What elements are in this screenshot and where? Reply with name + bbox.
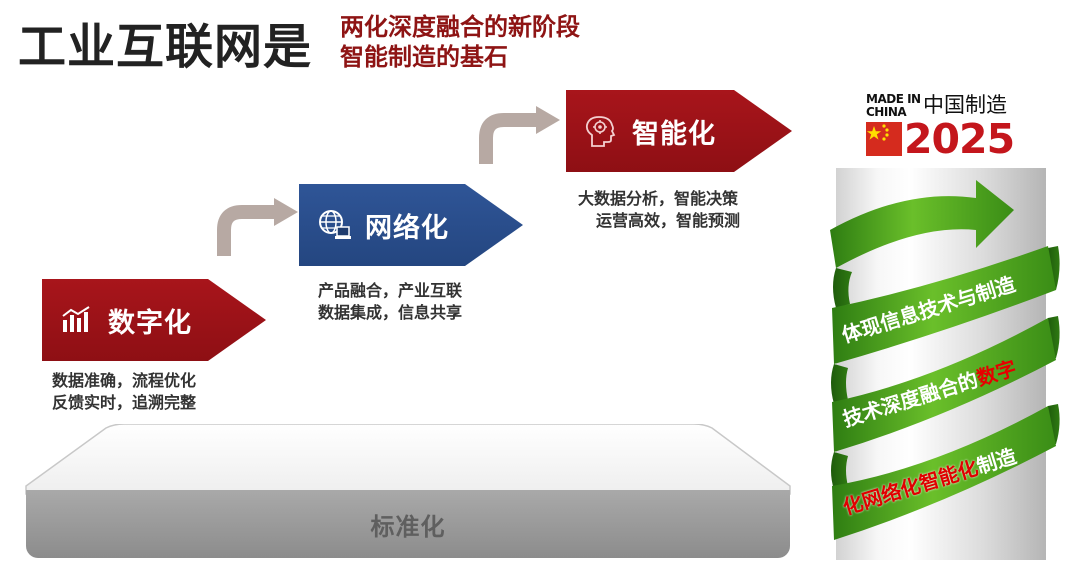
main-title: 工业互联网是	[18, 19, 313, 75]
step-connector-arrow	[217, 198, 298, 256]
stage-networking-desc: 产品融合，产业互联 数据集成，信息共享	[318, 280, 462, 324]
base-label: 标准化	[370, 512, 446, 541]
green-spiral-ribbon	[830, 180, 1060, 540]
made-in-line-2: CHINA	[866, 105, 907, 119]
stage-digitization: 数字化	[42, 279, 266, 361]
stage-intelligence-desc: 大数据分析，智能决策 运营高效，智能预测	[578, 188, 740, 232]
desc-line-2: 数据集成，信息共享	[318, 303, 463, 322]
made-in-line-1: MADE IN	[866, 92, 921, 106]
china-chinese-text: 中国制造	[923, 93, 1007, 117]
globe-computer-icon	[317, 208, 351, 242]
subtitle: 两化深度融合的新阶段 智能制造的基石	[340, 12, 580, 72]
desc-line-2: 运营高效，智能预测	[596, 211, 741, 230]
step-connector-arrow	[479, 106, 560, 164]
subtitle-line-1: 两化深度融合的新阶段	[340, 13, 580, 41]
china-flag-icon	[866, 122, 902, 156]
brain-gear-icon	[584, 114, 618, 148]
stage-intelligence: 智能化	[566, 90, 792, 172]
subtitle-line-2: 智能制造的基石	[340, 43, 508, 71]
bar-chart-icon	[60, 303, 94, 337]
stage-networking: 网络化	[299, 184, 523, 266]
stage-title: 网络化	[365, 212, 449, 244]
made-in-china-text: MADE IN CHINA	[866, 93, 921, 119]
base-platform: 标准化	[26, 490, 790, 558]
desc-line-2: 反馈实时，追溯完整	[52, 393, 197, 412]
desc-line-1: 大数据分析，智能决策	[578, 189, 739, 208]
desc-line-1: 产品融合，产业互联	[318, 281, 463, 300]
year-2025: 2025	[904, 115, 1015, 163]
stage-title: 数字化	[108, 307, 192, 339]
stage-digitization-desc: 数据准确，流程优化 反馈实时，追溯完整	[52, 370, 196, 414]
base-platform-top	[25, 424, 791, 495]
desc-line-1: 数据准确，流程优化	[52, 371, 197, 390]
stage-title: 智能化	[632, 118, 716, 150]
